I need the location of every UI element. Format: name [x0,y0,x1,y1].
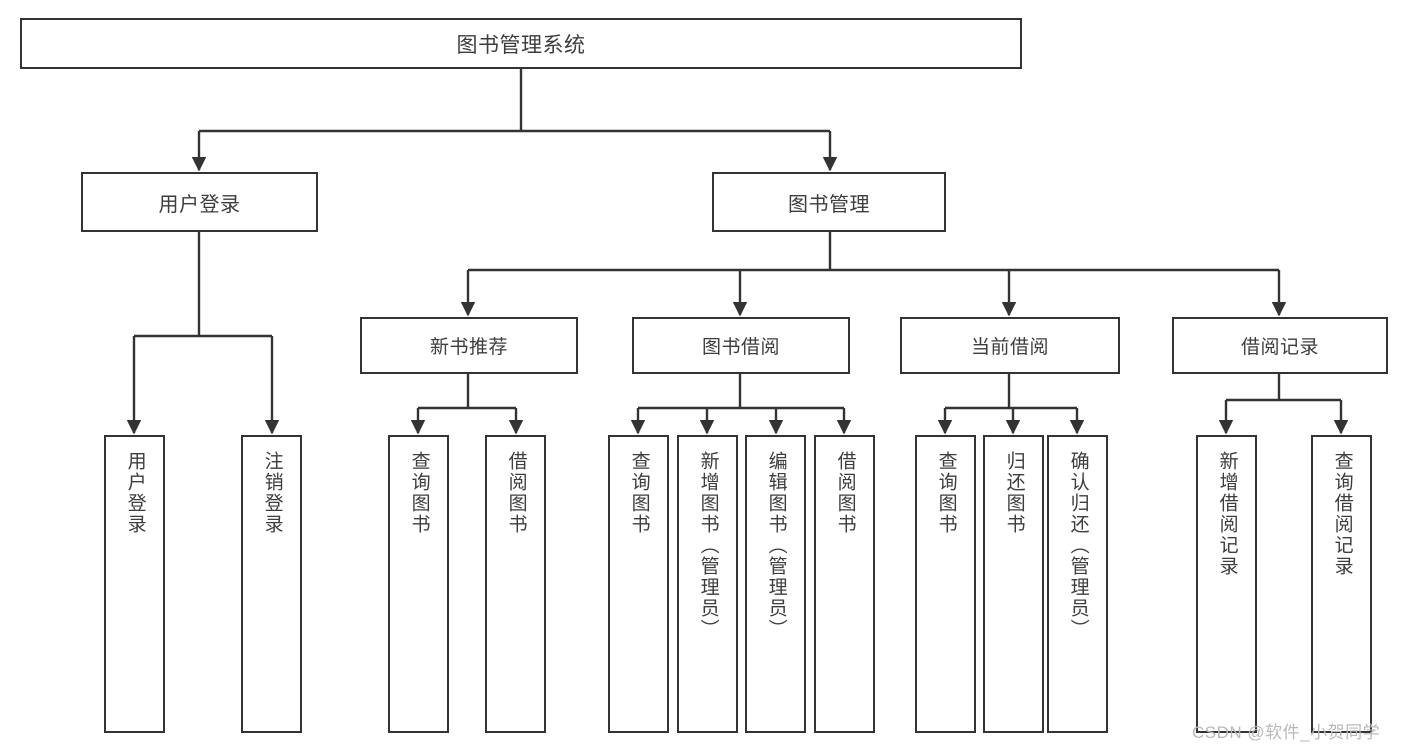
node-add-book-admin[interactable]: 新增图书（管理员） [677,435,738,733]
node-borrow-book-recommend[interactable]: 借阅图书 [485,435,546,733]
node-confirm-return-admin[interactable]: 确认归还（管理员） [1047,435,1108,733]
node-borrow-record-label: 借阅记录 [1240,337,1319,358]
node-book-borrow-label: 图书借阅 [701,337,780,358]
watermark: CSDN @软件_小贺同学 [1192,723,1381,742]
node-add-book-admin-label: 新增图书（管理员） [697,451,719,640]
node-user-login-action[interactable]: 用户登录 [104,435,165,733]
node-book-manage-label: 图书管理 [788,193,870,216]
node-add-borrow-record[interactable]: 新增借阅记录 [1196,435,1257,733]
node-new-book-recommend[interactable]: 新书推荐 [360,317,578,374]
node-query-book-borrow[interactable]: 查询图书 [608,435,669,733]
node-query-book-recommend[interactable]: 查询图书 [388,435,449,733]
node-query-book-current[interactable]: 查询图书 [915,435,976,733]
node-current-borrow-label: 当前借阅 [970,337,1049,358]
node-borrow-record[interactable]: 借阅记录 [1172,317,1388,374]
node-new-book-recommend-label: 新书推荐 [429,337,508,358]
node-edit-book-admin-label: 编辑图书（管理员） [765,451,787,640]
node-return-book-action[interactable]: 归还图书 [983,435,1044,733]
node-current-borrow[interactable]: 当前借阅 [900,317,1120,374]
node-confirm-return-admin-label: 确认归还（管理员） [1067,451,1089,640]
node-user-login-action-label: 用户登录 [124,451,146,535]
node-user-logout-action-label: 注销登录 [261,451,283,535]
node-query-book-borrow-label: 查询图书 [628,451,650,535]
node-borrow-book-action[interactable]: 借阅图书 [814,435,875,733]
node-borrow-book-action-label: 借阅图书 [834,451,856,535]
node-add-borrow-record-label: 新增借阅记录 [1216,451,1238,577]
node-user-login-label: 用户登录 [158,193,241,216]
node-query-book-current-label: 查询图书 [935,451,957,535]
node-root-label: 图书管理系统 [456,33,586,57]
node-book-borrow[interactable]: 图书借阅 [632,317,850,374]
node-borrow-book-recommend-label: 借阅图书 [505,451,527,535]
node-book-manage[interactable]: 图书管理 [712,172,946,232]
node-query-borrow-record-label: 查询借阅记录 [1331,451,1353,577]
node-root[interactable]: 图书管理系统 [20,18,1022,69]
node-return-book-action-label: 归还图书 [1003,451,1025,535]
node-user-login[interactable]: 用户登录 [81,172,318,232]
node-user-logout-action[interactable]: 注销登录 [241,435,302,733]
node-edit-book-admin[interactable]: 编辑图书（管理员） [745,435,806,733]
node-query-book-recommend-label: 查询图书 [408,451,430,535]
node-query-borrow-record[interactable]: 查询借阅记录 [1311,435,1372,733]
